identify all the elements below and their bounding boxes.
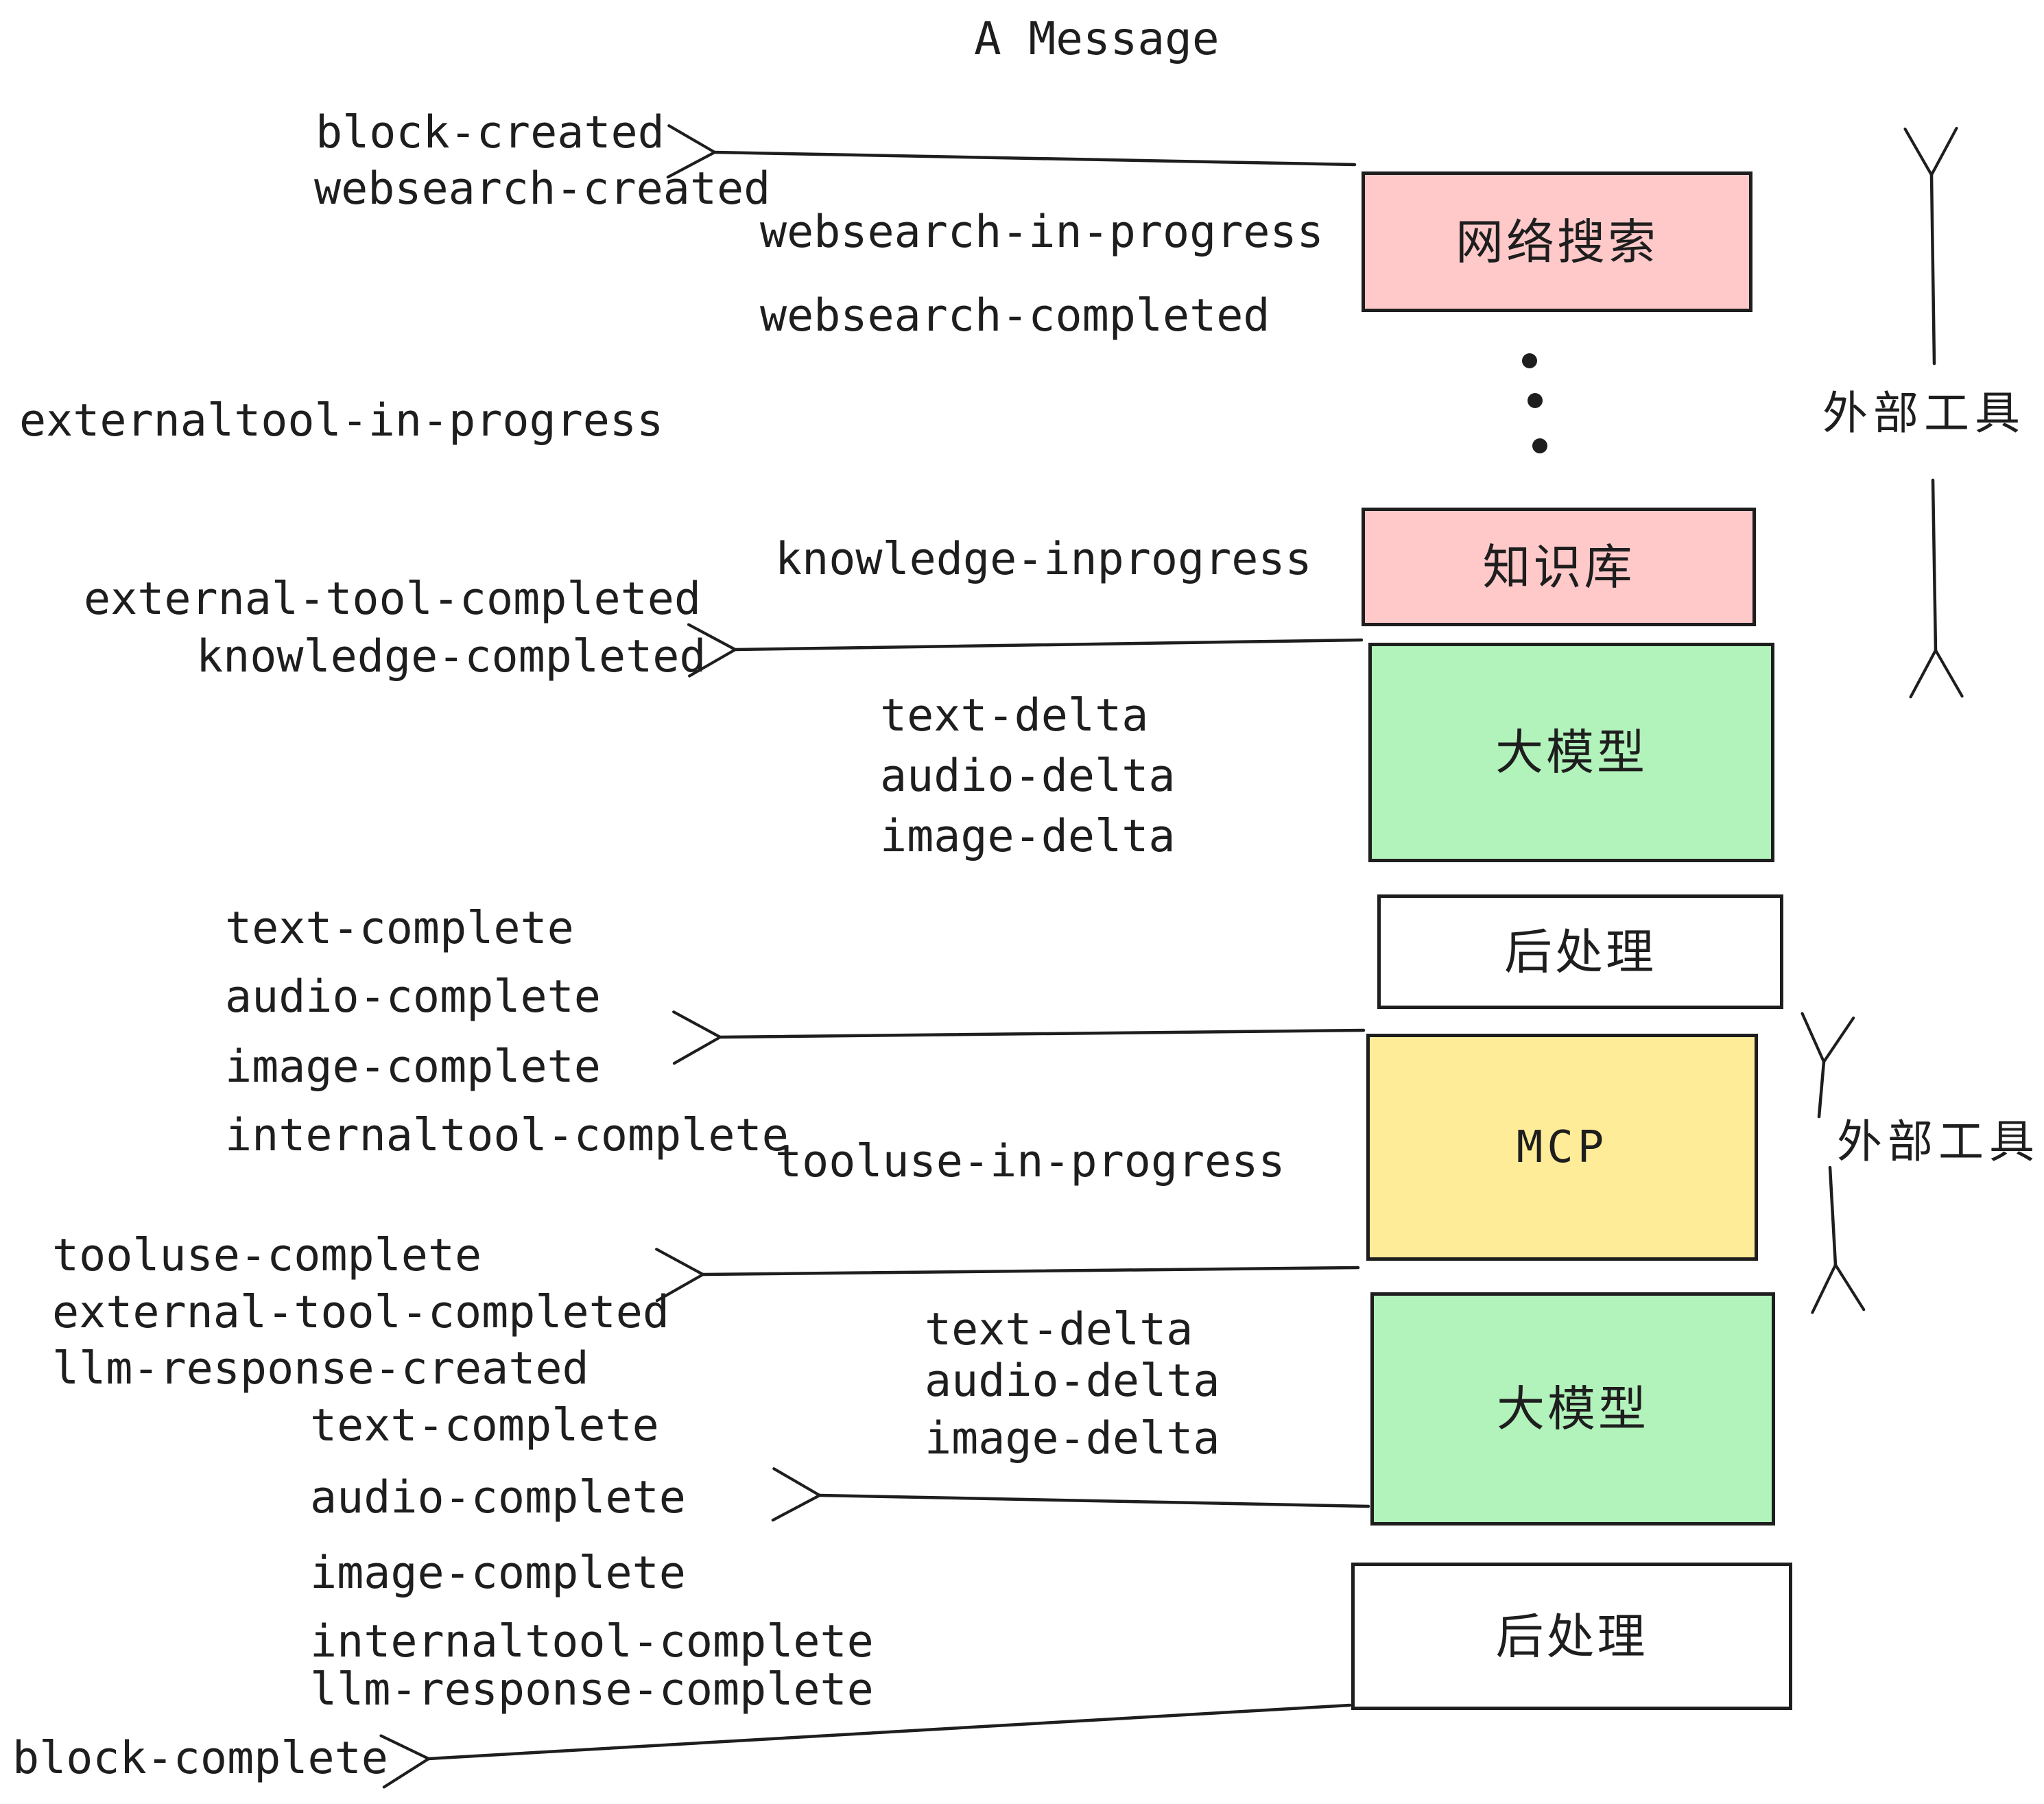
box-websearch-label: 网络搜索	[1455, 213, 1659, 270]
external-tools-up-arrow-1	[1903, 126, 1958, 366]
diagram-title: A Message	[974, 12, 1220, 65]
box-mcp-label: MCP	[1516, 1121, 1608, 1173]
event-tooluse-in-progress: tooluse-in-progress	[775, 1136, 1285, 1187]
box-post-process-2-label: 后处理	[1495, 1608, 1648, 1665]
event-llm-response-created: llm-response-created	[52, 1343, 589, 1394]
event-audio-delta-2: audio-delta	[925, 1355, 1220, 1407]
box-llm-2-label: 大模型	[1497, 1381, 1649, 1437]
event-external-tool-completed-1: external-tool-completed	[84, 573, 702, 625]
external-tools-label-1: 外部工具	[1822, 387, 2025, 440]
external-tools-label-2: 外部工具	[1837, 1115, 2040, 1168]
event-internaltool-complete-2: internaltool-complete	[310, 1616, 874, 1667]
event-block-created: block-created	[316, 107, 665, 158]
arrow-image-complete-1	[672, 1010, 1366, 1065]
event-externaltool-in-progress: externaltool-in-progress	[19, 395, 664, 447]
event-knowledge-completed: knowledge-completed	[196, 631, 706, 683]
event-external-tool-completed-2: external-tool-completed	[52, 1287, 670, 1338]
arrow-knowledge-completed	[687, 623, 1364, 678]
box-llm-1: 大模型	[1368, 643, 1774, 862]
box-knowledge-label: 知识库	[1482, 538, 1635, 595]
event-text-complete-1: text-complete	[225, 903, 574, 954]
ellipsis-dot	[1528, 393, 1543, 408]
arrow-audio-complete-2	[771, 1467, 1370, 1522]
box-mcp: MCP	[1366, 1034, 1758, 1261]
event-websearch-completed: websearch-completed	[760, 290, 1270, 342]
box-llm-1-label: 大模型	[1495, 724, 1648, 781]
box-post-process-1-label: 后处理	[1504, 923, 1656, 980]
event-llm-response-complete: llm-response-complete	[310, 1664, 874, 1716]
event-text-delta-1: text-delta	[880, 690, 1149, 741]
event-audio-delta-1: audio-delta	[880, 750, 1176, 802]
ellipsis-dot	[1522, 353, 1537, 368]
event-block-complete: block-complete	[12, 1733, 388, 1784]
event-image-complete-1: image-complete	[225, 1041, 601, 1093]
ellipsis-dot	[1532, 438, 1547, 453]
event-internaltool-complete-1: internaltool-complete	[225, 1110, 789, 1161]
external-tools-down-arrow-2	[1811, 1165, 1866, 1314]
box-post-process-1: 后处理	[1377, 894, 1783, 1009]
ellipsis-dots	[1522, 353, 1547, 453]
box-websearch: 网络搜索	[1362, 171, 1752, 312]
event-image-complete-2: image-complete	[310, 1547, 686, 1599]
event-image-delta-1: image-delta	[880, 811, 1176, 862]
event-text-delta-2: text-delta	[925, 1304, 1193, 1355]
event-image-delta-2: image-delta	[925, 1413, 1220, 1464]
event-tooluse-complete: tooluse-complete	[52, 1230, 482, 1281]
event-audio-complete-1: audio-complete	[225, 971, 601, 1023]
event-websearch-in-progress: websearch-in-progress	[760, 206, 1324, 258]
event-websearch-created: websearch-created	[314, 163, 771, 215]
event-audio-complete-2: audio-complete	[310, 1472, 686, 1523]
box-llm-2: 大模型	[1370, 1292, 1775, 1526]
external-tools-up-arrow-2	[1801, 1012, 1855, 1119]
arrow-tooluse-complete	[655, 1248, 1360, 1303]
box-post-process-2: 后处理	[1351, 1563, 1792, 1710]
external-tools-down-arrow-1	[1909, 478, 1964, 699]
event-knowledge-inprogress: knowledge-inprogress	[775, 534, 1312, 585]
event-text-complete-2: text-complete	[310, 1400, 659, 1451]
arrow-websearch-created	[666, 124, 1357, 179]
box-knowledge: 知识库	[1362, 508, 1756, 626]
